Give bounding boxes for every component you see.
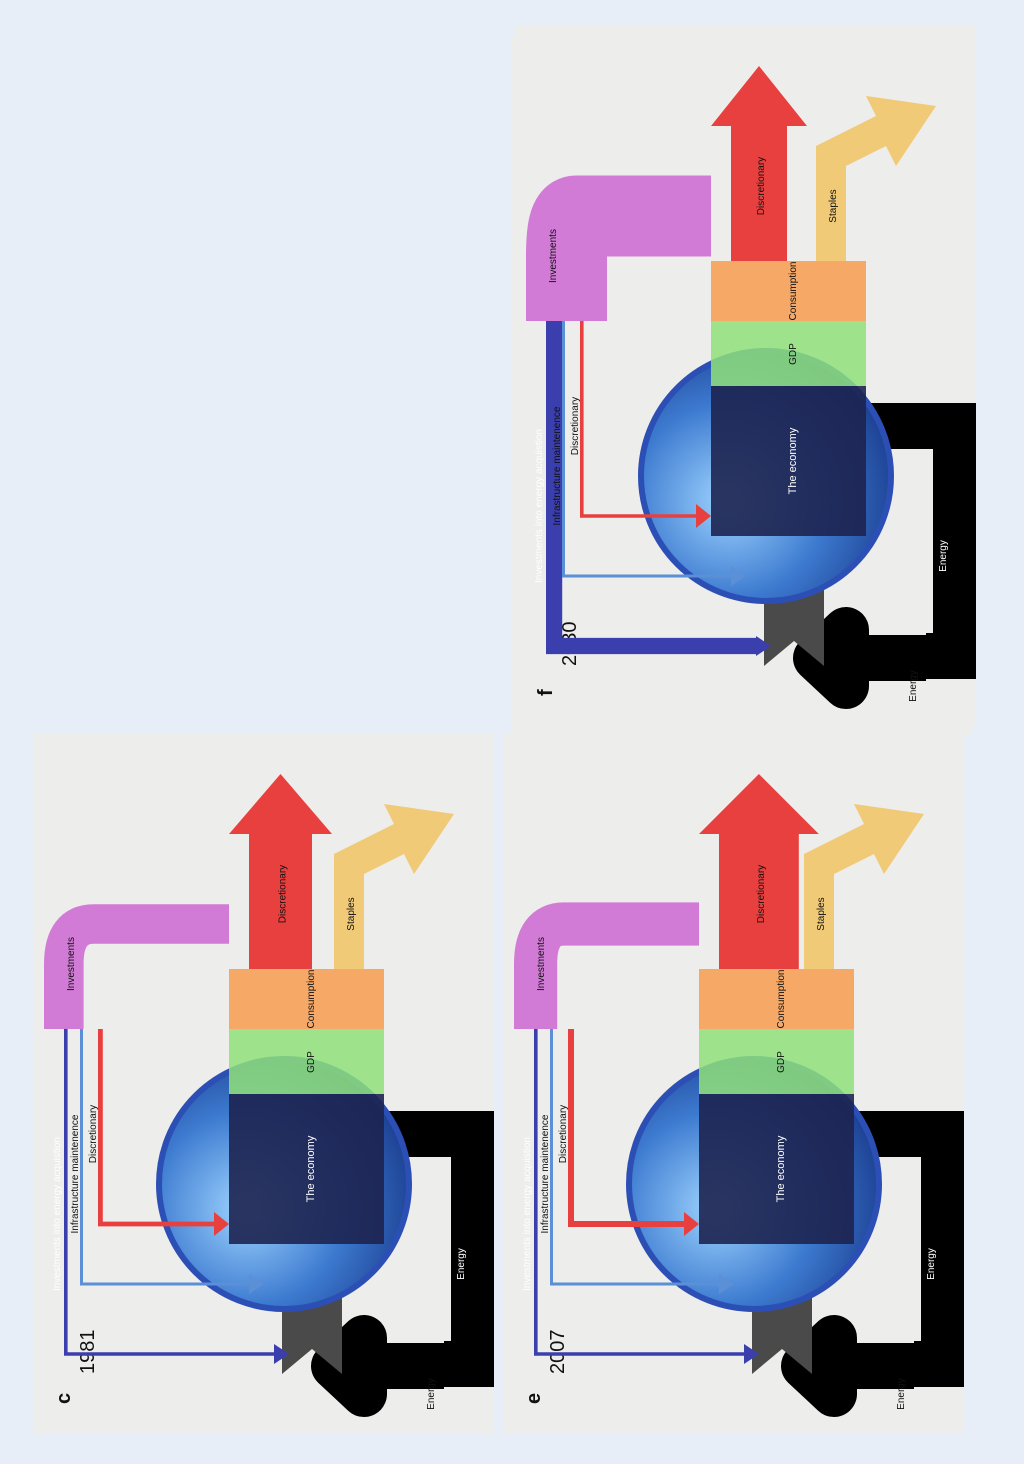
discretionary-out-arrow (711, 66, 807, 261)
economy-label: The economy (787, 427, 799, 494)
discretionary-out-label: Discretionary (756, 157, 767, 215)
energy-loop (856, 403, 979, 679)
gdp-label: GDP (306, 1051, 317, 1073)
consumption-label: Consumption (306, 970, 317, 1029)
economy-block (229, 1094, 384, 1244)
infrastructure-label: Infrastructure maintenence (552, 406, 563, 525)
discretionary-in-label: Discretionary (570, 397, 581, 455)
economy-label: The economy (775, 1135, 787, 1202)
discretionary-in-arrow (98, 1029, 214, 1227)
acquisition-arrow (64, 1029, 274, 1356)
consumption-block (699, 969, 854, 1029)
acquisition-arrowhead (756, 636, 771, 656)
discretionary-out-arrow (229, 774, 332, 969)
energy-in-label: Energy (908, 670, 919, 702)
infrastructure-label: Infrastructure maintenence (540, 1114, 551, 1233)
investments-label: Investments (66, 937, 77, 991)
energy-return-arrow (781, 1315, 914, 1417)
acquisition-arrow (534, 1029, 744, 1356)
acquisition-arrow (546, 321, 756, 655)
staples-arrow (334, 804, 454, 969)
staples-label: Staples (828, 189, 839, 222)
investments-loop (526, 175, 711, 321)
consumption-label: Consumption (788, 262, 799, 321)
discretionary-in-arrowhead (684, 1212, 699, 1236)
economy-label: The economy (305, 1135, 317, 1202)
infrastructure-label: Infrastructure maintenence (70, 1114, 81, 1233)
acquisition-arrowhead (744, 1344, 759, 1364)
staples-arrow (804, 804, 924, 969)
energy-in-label: Energy (426, 1378, 437, 1410)
infrastructure-arrowhead (731, 566, 746, 586)
acquisition-label: Investments into energy acquistion (534, 429, 545, 583)
staples-label: Staples (816, 897, 827, 930)
energy-loop-label: Energy (938, 540, 949, 572)
panel-letter: f (535, 689, 557, 696)
discretionary-in-arrowhead (696, 504, 711, 528)
acquisition-label: Investments into energy acquistion (52, 1137, 63, 1291)
consumption-block (711, 261, 866, 321)
infrastructure-arrow (550, 1029, 719, 1286)
economy-block (711, 386, 866, 536)
consumption-block (229, 969, 384, 1029)
energy-in-label: Energy (896, 1378, 907, 1410)
panel-letter: e (523, 1393, 545, 1404)
panel-year: 2007 (547, 1330, 569, 1375)
discretionary-in-arrowhead (214, 1212, 229, 1236)
energy-loop-label: Energy (456, 1248, 467, 1280)
infrastructure-arrowhead (249, 1274, 264, 1294)
infrastructure-arrow (562, 321, 731, 578)
gdp-label: GDP (788, 343, 799, 365)
investments-label: Investments (548, 229, 559, 283)
energy-input-block (282, 1324, 342, 1374)
discretionary-in-arrow (568, 1029, 684, 1227)
energy-loop (374, 1111, 497, 1387)
investments-loop (514, 902, 699, 1029)
energy-input-block (764, 616, 824, 666)
gdp-block (699, 1029, 854, 1094)
acquisition-label: Investments into energy acquistion (522, 1137, 533, 1291)
economy-block (699, 1094, 854, 1244)
infrastructure-arrow (80, 1029, 249, 1286)
discretionary-out-arrow (699, 774, 819, 969)
staples-arrow (816, 96, 936, 261)
energy-return-arrow (793, 607, 926, 709)
discretionary-out-label: Discretionary (756, 865, 767, 923)
acquisition-arrowhead (274, 1344, 289, 1364)
gdp-block (229, 1029, 384, 1094)
gdp-block (711, 321, 866, 386)
panel-year: 1981 (77, 1330, 99, 1375)
investments-label: Investments (536, 937, 547, 991)
discretionary-in-label: Discretionary (88, 1105, 99, 1163)
discretionary-out-label: Discretionary (278, 865, 289, 923)
energy-loop-label: Energy (926, 1248, 937, 1280)
energy-loop (844, 1111, 967, 1387)
staples-label: Staples (346, 897, 357, 930)
discretionary-in-arrow (580, 321, 696, 518)
investments-loop (44, 904, 229, 1029)
discretionary-in-label: Discretionary (558, 1105, 569, 1163)
panel-letter: c (53, 1393, 75, 1404)
infrastructure-arrowhead (719, 1274, 734, 1294)
consumption-label: Consumption (776, 970, 787, 1029)
energy-input-block (752, 1324, 812, 1374)
energy-return-arrow (311, 1315, 444, 1417)
gdp-label: GDP (776, 1051, 787, 1073)
